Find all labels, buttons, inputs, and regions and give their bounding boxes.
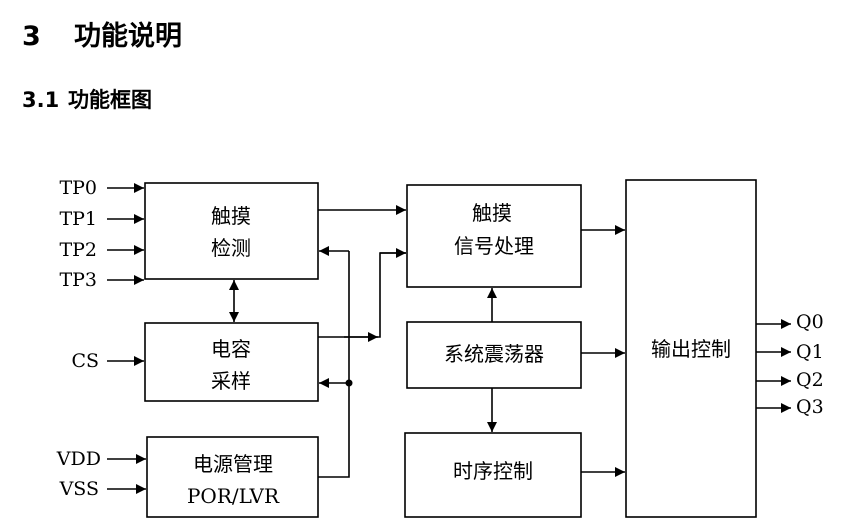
cap-sampling-label-line2: 采样: [211, 369, 251, 393]
section-heading: 3 功能说明: [22, 14, 182, 53]
cap-sampling-block: [144, 322, 319, 402]
cap-sampling-label-line1: 电容: [211, 337, 251, 361]
touch-signal-processing-block: [406, 184, 582, 288]
timing-control-block: [404, 432, 582, 518]
power-management-label-line1: 电源管理: [193, 452, 273, 476]
subsection-heading: 3.1 功能框图: [22, 84, 152, 114]
touch-detect-label-line2: 检测: [211, 236, 251, 260]
pin-q1: Q1: [796, 341, 824, 363]
timing-control-label: 时序控制: [453, 459, 533, 483]
pin-q2: Q2: [796, 369, 824, 391]
touch-detect-label-line1: 触摸: [211, 204, 251, 228]
pin-tp2: TP2: [59, 239, 97, 261]
power-management-label-line2: POR/LVR: [187, 484, 280, 508]
pin-vdd: VDD: [56, 448, 101, 470]
subsection-title: 功能框图: [68, 88, 152, 112]
power-management-block: [146, 436, 319, 518]
output-control-label: 输出控制: [651, 337, 731, 361]
touch-detect-block: [144, 182, 319, 280]
touch-signal-label-line1: 触摸: [472, 201, 512, 225]
pin-tp1: TP1: [59, 208, 97, 230]
subsection-number: 3.1: [22, 88, 60, 112]
pin-vss: VSS: [59, 478, 99, 500]
output-control-block: [625, 179, 757, 518]
pin-tp0: TP0: [59, 177, 97, 199]
system-oscillator-label: 系统震荡器: [444, 342, 544, 366]
pin-q0: Q0: [796, 311, 824, 333]
wire-power-feed: [318, 251, 350, 478]
pin-tp3: TP3: [59, 269, 97, 291]
touch-signal-label-line2: 信号处理: [454, 234, 534, 258]
pin-cs: CS: [71, 350, 99, 372]
wire-sampling-to-signal: [318, 252, 406, 338]
pin-q3: Q3: [796, 396, 824, 418]
section-number: 3: [22, 21, 41, 52]
section-title: 功能说明: [74, 21, 182, 52]
junction-dot: [345, 379, 353, 387]
system-oscillator-block: [406, 321, 582, 389]
